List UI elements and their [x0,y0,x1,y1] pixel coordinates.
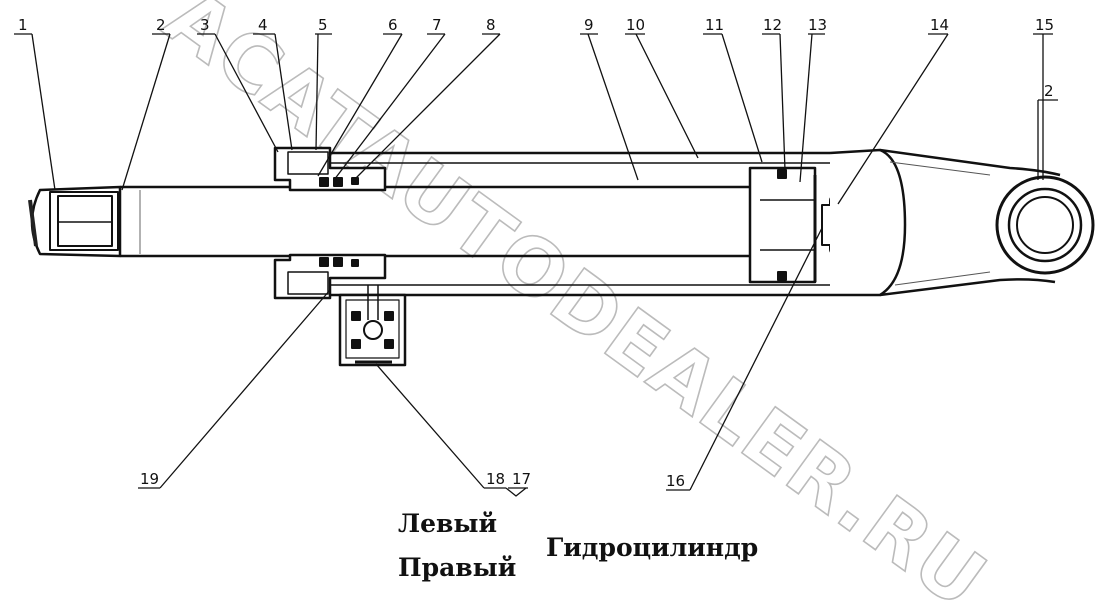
callout-15: 15 [1035,16,1054,34]
callout-10: 10 [626,16,645,34]
callout-12: 12 [763,16,782,34]
callout-16: 16 [666,472,685,490]
caption-left: Левый [398,509,497,538]
callout-17: 17 [512,470,531,488]
callout-labels: 1 2 3 4 5 6 7 8 9 10 11 12 13 14 15 2 16… [18,16,1054,490]
callout-5: 5 [318,16,328,34]
callout-7: 7 [432,16,442,34]
port-block [338,285,407,367]
callout-18: 18 [486,470,505,488]
leader-lines [14,33,1058,497]
cylinder-barrel [330,151,830,297]
callout-19: 19 [140,470,159,488]
piston [748,166,817,284]
callout-9: 9 [584,16,594,34]
callout-3: 3 [200,16,210,34]
callout-6: 6 [388,16,398,34]
callout-13: 13 [808,16,827,34]
callout-11: 11 [705,16,724,34]
caption-title: Гидроцилиндр [546,533,759,562]
piston-rod [120,185,760,258]
callout-2: 2 [156,16,166,34]
cylinder-bottom-eye [829,148,1095,297]
callout-14: 14 [930,16,949,34]
callout-4: 4 [258,16,268,34]
rod-end-cap [28,185,122,258]
caption-right: Правый [398,553,517,582]
callout-1: 1 [18,16,28,34]
callout-8: 8 [486,16,496,34]
watermark: ACATAUTODEALER.RU [149,0,1003,600]
gland-assembly [273,146,387,300]
callout-2b: 2 [1044,82,1054,100]
